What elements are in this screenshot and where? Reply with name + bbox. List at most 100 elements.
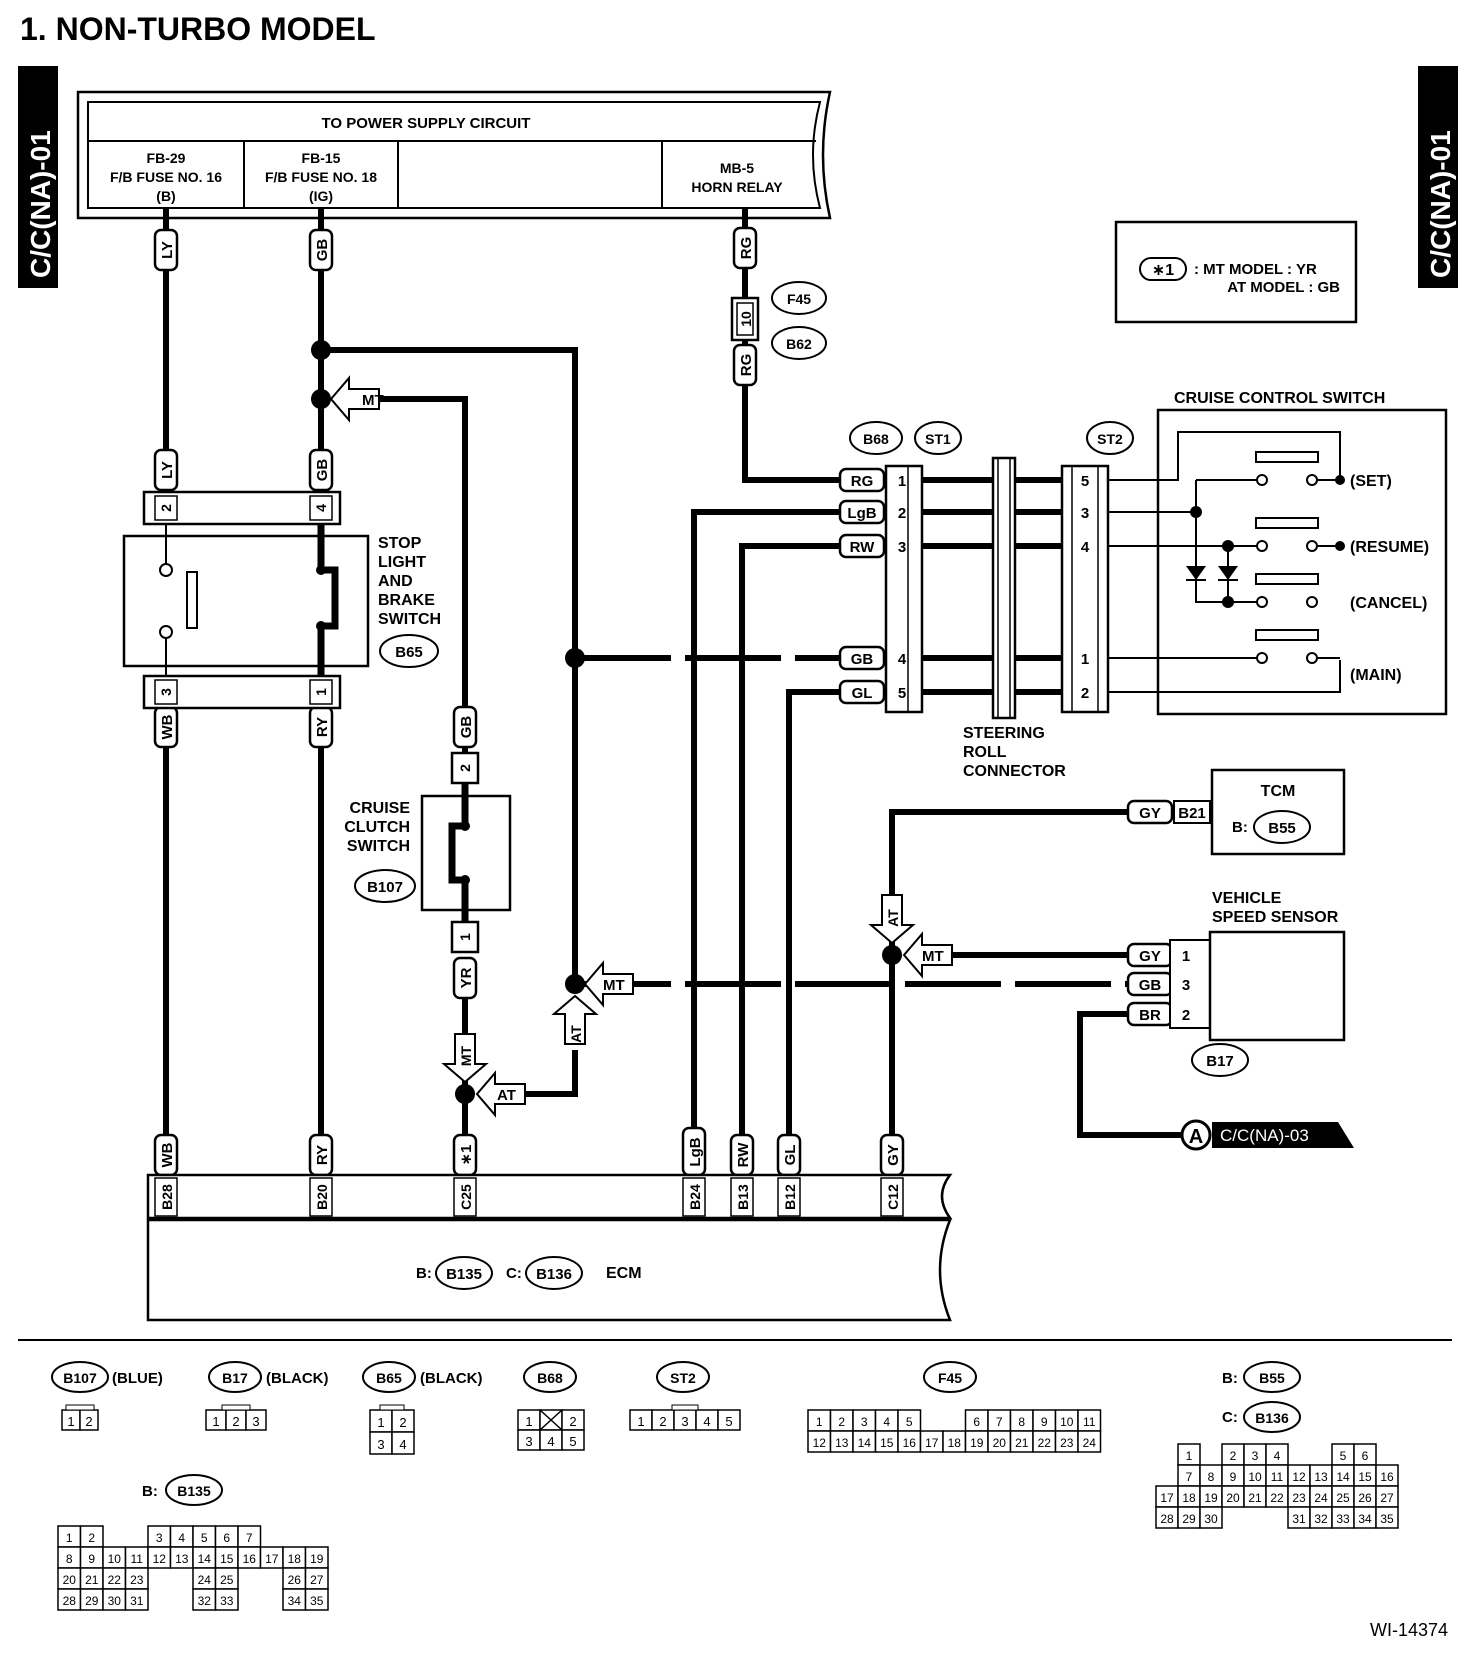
svg-text:GY: GY (1139, 948, 1161, 965)
side-tag-left: C/C(NA)-01 (18, 66, 58, 288)
svg-text:2: 2 (898, 505, 906, 522)
svg-text:WB: WB (159, 1142, 176, 1167)
svg-text:(BLUE): (BLUE) (112, 1370, 163, 1387)
svg-text:∗1: ∗1 (1152, 262, 1174, 279)
pin-number: 29 (1182, 1512, 1196, 1526)
pin-number: 23 (130, 1573, 144, 1587)
svg-text:GL: GL (782, 1145, 799, 1166)
fuse18-label: F/B FUSE NO. 18 (265, 169, 377, 185)
svg-text:1: 1 (525, 1414, 532, 1429)
pin-number: 22 (1038, 1436, 1052, 1450)
svg-text:B:: B: (416, 1265, 432, 1282)
wire-label-gb-clutch: GB (452, 705, 478, 749)
fuse16-type: (B) (156, 188, 175, 204)
wire-label-wb-mid: WB (153, 705, 179, 749)
svg-text:MT: MT (362, 392, 384, 409)
wire-label-lgb-b68: LgB (838, 499, 886, 525)
svg-text:YR: YR (458, 967, 475, 988)
pin-number: 11 (1083, 1415, 1096, 1429)
at-arrow-2: AT (476, 1072, 526, 1116)
fuse18-type: (IG) (309, 188, 333, 204)
ecm-pin-b28: B28 (154, 1177, 178, 1217)
pin-number: 14 (198, 1552, 212, 1566)
svg-text:(RESUME): (RESUME) (1350, 539, 1429, 556)
svg-text:B55: B55 (1268, 820, 1296, 837)
at-arrow-1: AT (553, 995, 597, 1045)
wire-label-rg-top: RG (732, 226, 758, 270)
face-b17: 1 2 3 (205, 1404, 267, 1431)
pin-number: 7 (246, 1531, 253, 1545)
at-arrow-3: AT (870, 894, 914, 944)
connector-b68-st1: B68 ST1 1 2 3 4 5 (849, 421, 962, 714)
svg-text:MT: MT (458, 1045, 474, 1066)
wire-label-rw-bot: RW (729, 1133, 755, 1177)
side-tag-right: C/C(NA)-01 (1418, 66, 1458, 288)
pin-number: 35 (1380, 1512, 1394, 1526)
pin-number: 33 (220, 1594, 234, 1608)
svg-text:2: 2 (158, 504, 174, 512)
svg-text:RG: RG (738, 237, 755, 260)
pin-number: 3 (861, 1415, 868, 1429)
svg-text:1: 1 (637, 1414, 644, 1429)
wire-label-rw-b68: RW (838, 533, 886, 559)
pin-number: 1 (816, 1415, 823, 1429)
svg-text:4: 4 (703, 1414, 710, 1429)
pin-number: 28 (1160, 1512, 1174, 1526)
svg-text:1: 1 (457, 933, 473, 941)
pin-number: 33 (1336, 1512, 1350, 1526)
svg-text:ST2: ST2 (1097, 431, 1123, 447)
legend: B107 (BLUE) 1 2 B17 (BLACK) 1 2 3 B65 (B… (51, 1361, 1399, 1611)
fb15-label: FB-15 (302, 150, 341, 166)
svg-text:B136: B136 (1255, 1410, 1289, 1426)
wire-label-gb-mid: GB (308, 448, 334, 492)
pin-number: 28 (63, 1594, 77, 1608)
svg-text:ROLL: ROLL (963, 744, 1007, 761)
tcm-block: B21 TCM B: B55 (1173, 768, 1346, 856)
svg-text:C:: C: (506, 1265, 522, 1282)
svg-text:B17: B17 (1206, 1053, 1234, 1070)
svg-text:ST2: ST2 (670, 1370, 696, 1386)
pin-number: 12 (153, 1552, 167, 1566)
pin-number: 13 (835, 1436, 849, 1450)
offpage-connector-a[interactable]: A C/C(NA)-03 (1180, 1119, 1354, 1151)
svg-text:4: 4 (898, 651, 907, 668)
svg-text:SWITCH: SWITCH (378, 611, 441, 628)
mt-arrow-1: MT (330, 377, 384, 421)
svg-text:LgB: LgB (687, 1137, 704, 1166)
svg-text:B68: B68 (863, 431, 889, 447)
pin-number: 1 (66, 1531, 73, 1545)
pin-number: 19 (310, 1552, 324, 1566)
svg-text:(BLACK): (BLACK) (266, 1370, 328, 1387)
pin-number: 22 (108, 1573, 122, 1587)
pin-number: 10 (1060, 1415, 1074, 1429)
pin-number: 24 (1083, 1436, 1097, 1450)
pin-number: 11 (1271, 1470, 1284, 1484)
pin-number: 24 (1314, 1491, 1328, 1505)
pin-number: 18 (288, 1552, 302, 1566)
svg-text:B107: B107 (367, 879, 403, 896)
svg-text:B:: B: (1232, 819, 1248, 836)
fb29-label: FB-29 (147, 150, 186, 166)
pin-number: 26 (1358, 1491, 1372, 1505)
svg-text:LIGHT: LIGHT (378, 554, 426, 571)
svg-text:MT: MT (922, 948, 944, 965)
mt-arrow-3: MT (443, 1033, 487, 1083)
pin-number: 17 (1160, 1491, 1174, 1505)
pin-number: 32 (198, 1594, 212, 1608)
ecm-pin-b12: B12 (777, 1177, 801, 1217)
pin-number: 9 (1041, 1415, 1048, 1429)
power-supply-header: TO POWER SUPPLY CIRCUIT (322, 115, 531, 132)
pin-number: 4 (1274, 1449, 1281, 1463)
svg-text:BRAKE: BRAKE (378, 592, 435, 609)
wire-label-gb-top: GB (308, 228, 334, 272)
pin-number: 5 (906, 1415, 913, 1429)
svg-text:B17: B17 (222, 1370, 248, 1386)
wire-label-gy-vss: GY (1126, 942, 1174, 968)
wire-label-gb-b68: GB (838, 645, 886, 671)
wire-label-ry-bot: RY (308, 1133, 334, 1177)
pin-cell (1077, 1430, 1102, 1453)
pin-number: 18 (1182, 1491, 1196, 1505)
svg-text:AT MODEL : GB: AT MODEL : GB (1227, 279, 1340, 296)
